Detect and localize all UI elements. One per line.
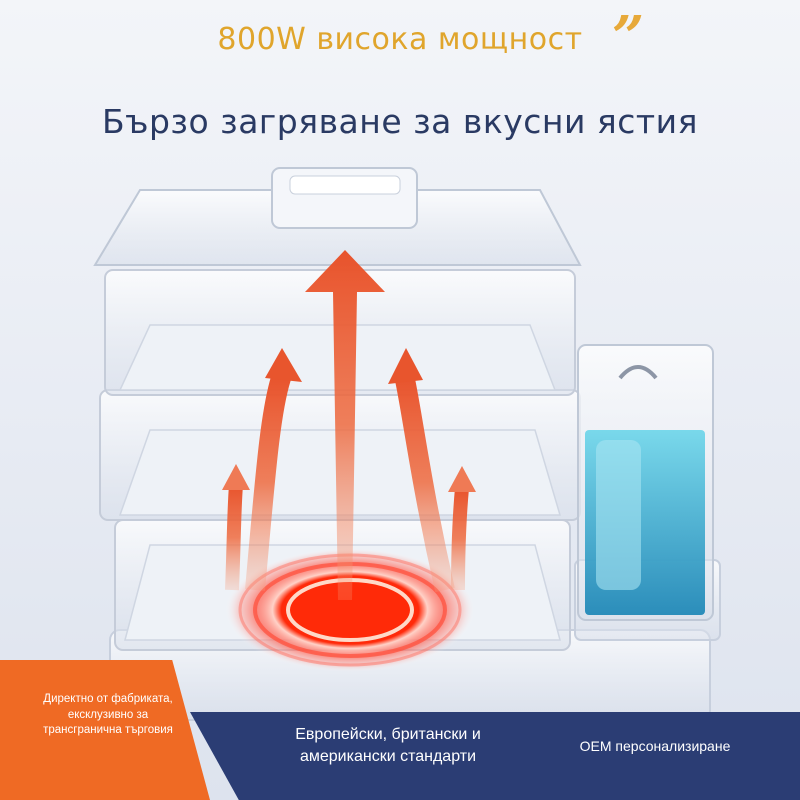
quote-mark-decoration: ”	[612, 4, 645, 70]
power-headline: 800W висока мощност	[217, 22, 583, 57]
factory-badge-text: Директно от фабриката, ексклузивно за тр…	[43, 693, 173, 736]
heat-arrow-icon	[222, 250, 476, 600]
factory-badge-background	[0, 660, 210, 800]
standards-label: Европейски, британски и американски стан…	[295, 726, 481, 765]
oem-label: OEM персонализиране	[579, 738, 731, 754]
water-tank-icon	[577, 344, 714, 621]
features-band	[190, 712, 800, 800]
main-title: Бързо загряване за вкусни ястия	[102, 102, 698, 141]
steamer-lid	[93, 167, 582, 266]
